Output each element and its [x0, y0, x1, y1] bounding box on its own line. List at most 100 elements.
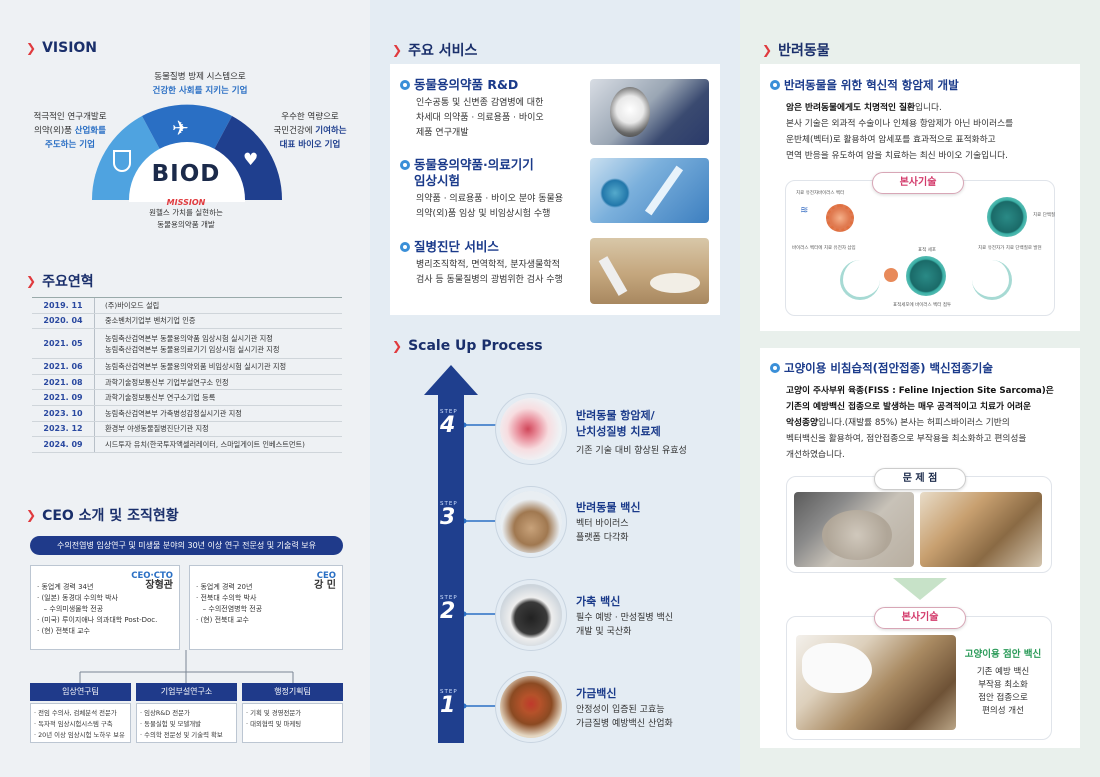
diagram-label: 치료 유전자 — [796, 191, 819, 196]
history-row: 2023. 12 환경부 야생동물질병진단기관 지정 — [32, 421, 342, 438]
diagram-label: 치료 단백질 — [1033, 213, 1056, 218]
cycle-arrow-icon — [840, 260, 880, 300]
services-title: 주요 서비스 — [408, 43, 478, 59]
step-2-title: 가축 백신 — [576, 595, 621, 608]
anticancer-title: 반려동물을 위한 혁신적 항암제 개발 — [784, 78, 959, 92]
vision-top-line1: 동물질병 방제 시스템으로 — [154, 72, 246, 82]
ceo-title: CEO 소개 및 조직현황 — [42, 508, 179, 524]
diagram-label: 표적세포에 바이러스 벡터 접투 — [893, 303, 952, 308]
mission-line1: 원헬스 가치를 실현하는 — [149, 208, 223, 217]
career-line: · 동업계 경력 34년 — [37, 583, 94, 591]
career-line: · (현) 전북대 교수 — [196, 616, 250, 624]
cat-tumor-photo — [794, 492, 914, 567]
chevron-right-icon: ❯ — [762, 43, 773, 57]
history-heading: ❯ 주요연혁 — [26, 271, 94, 291]
team-duties: · 전임 수의사, 검체분석 전문가· 독자적 임상시험시스템 구축· 20년 … — [30, 703, 131, 743]
bullet-dot-icon — [770, 80, 780, 90]
fiss-heading: 고양이용 비침습적(점안접종) 백신접종기술 — [770, 360, 993, 376]
history-year: 2023. 10 — [43, 408, 83, 418]
history-year: 2020. 04 — [43, 316, 83, 326]
history-event: 시드투자 유치(한국투자액셀러레이터, 스마일게이트 인베스트먼트) — [94, 437, 342, 452]
service-title: 동물용의약품 R&D — [414, 77, 519, 92]
vision-arc — [92, 104, 282, 202]
chevron-right-icon: ❯ — [392, 43, 403, 57]
history-row: 2021. 06 농림축산검역본부 동물용의약외품 비임상시험 실시기관 지정 — [32, 359, 342, 375]
scaleup-heading: ❯ Scale Up Process — [392, 338, 543, 354]
history-event: 과학기술정보통신부 기업부설연구소 인정 — [94, 374, 342, 390]
step-1-title: 가금백신 — [576, 687, 617, 700]
team-duties: · 임상R&D 전문가· 동물실험 및 모델개발· 수의학 전문성 및 기술력 … — [136, 703, 237, 743]
vision-left-text: 적극적인 연구개발로 의약(외)품 산업화를 주도하는 기업 — [20, 110, 120, 152]
hen-image — [500, 676, 562, 738]
scaleup-title: Scale Up Process — [408, 338, 543, 354]
diagram-label: 치료 유전자가 치료 단백질로 발현 — [978, 246, 1042, 251]
career-line: – 수의전염병학 전공 — [196, 605, 263, 613]
service-title: 질병진단 서비스 — [414, 239, 499, 254]
problem-pill: 문 제 점 — [874, 468, 966, 490]
team-header: 임상연구팀 — [30, 683, 131, 701]
career-line: · 동업계 경력 20년 — [196, 583, 253, 591]
services-heading: ❯ 주요 서비스 — [392, 40, 477, 60]
tech-pill: 본사기술 — [872, 172, 964, 194]
dna-icon: ≋ — [800, 205, 809, 216]
cat-eyedrop-photo — [796, 635, 956, 730]
team-header: 기업부설연구소 — [136, 683, 237, 701]
career-line: · (현) 전북대 교수 — [37, 627, 91, 635]
history-year: 2021. 09 — [43, 393, 83, 403]
team-duties: · 기획 및 경영전문가· 대외협력 및 마케팅 — [242, 703, 343, 743]
ceo-career-list: · 동업계 경력 34년· (일본) 동경대 수의학 박사 – 수의미생물학 전… — [37, 582, 173, 637]
history-event: 환경부 야생동물질병진단기관 지정 — [94, 421, 342, 437]
biod-logo: BIOD — [146, 161, 226, 187]
career-line: · (미국) 루이지애나 의과대학 Post-Doc. — [37, 616, 158, 624]
history-year: 2019. 11 — [43, 300, 83, 310]
cycle-arrow-icon — [972, 260, 1012, 300]
bullet-dot-icon — [770, 363, 780, 373]
virus-icon — [884, 268, 898, 282]
step-4-title: 반려동물 항암제/난치성질병 치료제 — [576, 409, 661, 438]
diagram-label: 표적 세포 — [918, 248, 936, 253]
mission-line2: 동물용의약품 개발 — [157, 220, 215, 229]
fiss-title: 고양이용 비침습적(점안접종) 백신접종기술 — [784, 361, 993, 375]
history-event: 과학기술정보통신부 연구소기업 등록 — [94, 390, 342, 405]
history-title: 주요연혁 — [42, 274, 94, 290]
history-row: 2019. 11(주)바이오드 설립 — [32, 298, 342, 314]
mission-label: MISSION — [166, 198, 206, 207]
biod-logo-text: BIOD — [151, 161, 221, 187]
hand-heart-icon: ♥ — [243, 150, 259, 170]
solution-pill: 본사기술 — [874, 607, 966, 629]
diagram-label: 바이러스 벡터에 치료 유전자 삽입 — [792, 246, 856, 251]
history-year: 2024. 09 — [43, 439, 83, 449]
cat-injection-photo — [920, 492, 1042, 567]
history-event: 농림축산검역본부 동물용의약외품 비임상시험 실시기관 지정 — [94, 359, 342, 374]
bullet-dot-icon — [400, 242, 410, 252]
anticancer-text: 암은 반려동물에게도 치명적인 질환입니다. 본사 기술은 외과적 수술이나 인… — [786, 103, 1014, 161]
ceo-name: 강 민 — [314, 580, 336, 591]
ceo-banner: 수의전염병 임상연구 및 미생물 분야의 30년 이상 연구 전문성 및 기술력… — [30, 536, 343, 555]
flask-icon — [113, 150, 131, 172]
history-row: 2021. 09 과학기술정보통신부 연구소기업 등록 — [32, 390, 342, 406]
virus-icon — [826, 204, 854, 232]
ceo-role: CEO — [316, 571, 336, 581]
ceo-name: 장형관 — [145, 580, 173, 591]
history-year: 2021. 06 — [43, 361, 83, 371]
vision-left-line1: 적극적인 연구개발로 — [33, 112, 107, 122]
scaleup-arrow — [424, 365, 478, 743]
service-rnd: 동물용의약품 R&D 인수공통 및 신변종 감염병에 대한 차세대 의약품 · … — [400, 77, 580, 141]
history-year: 2023. 12 — [43, 424, 83, 434]
vision-right-line2b: 기여하는 — [315, 126, 347, 136]
chevron-right-icon: ❯ — [26, 508, 37, 522]
bird-icon: ✈ — [172, 116, 189, 140]
cow-image — [500, 584, 562, 646]
vision-left-line2b: 산업화를 — [74, 126, 106, 136]
